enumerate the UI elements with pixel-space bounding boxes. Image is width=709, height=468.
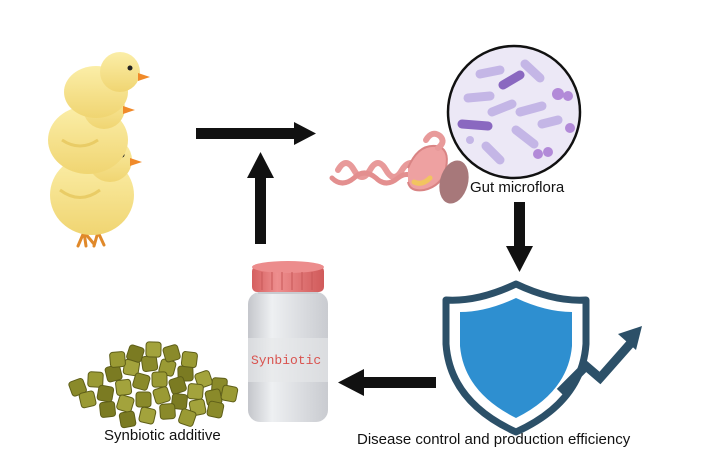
pellet [78,390,97,409]
arrow-to-gut [196,122,316,145]
arrow-to-chicks [247,152,274,244]
microflora-circle [446,44,582,180]
pellet [132,372,151,391]
pellet [99,400,116,418]
pellet [170,393,188,410]
pellet [145,341,162,358]
supplement-bottle [248,261,328,422]
pellet [178,408,197,427]
pellet [126,344,145,363]
gut-microflora-label: Gut microflora [470,179,565,196]
pellet [96,384,115,403]
pellet [135,391,152,408]
pellet [168,376,187,395]
gut-illustration [329,130,469,204]
pellet [151,371,168,388]
pellet [152,386,171,405]
disease-control-label: Disease control and production efficienc… [357,431,631,448]
synbiotic-additive-label: Synbiotic additive [104,427,221,444]
pellet [115,378,133,396]
pellet [87,371,104,388]
shield-icon [442,280,590,436]
arrow-to-shield [506,202,533,272]
trend-up-arrow-icon [556,326,642,396]
pellet [116,394,135,413]
arrow-to-bottle [338,369,436,396]
pellet [109,351,126,368]
pellet [206,400,225,419]
pellet [159,403,176,420]
pellet [118,410,137,429]
pellet [162,344,181,363]
pellet [187,383,204,400]
pellet [180,351,198,369]
pellet [138,406,157,425]
feed-pellets [68,341,239,429]
pellet [220,384,239,403]
chicks-illustration [48,52,150,248]
bottle-label: Synbiotic [251,353,321,368]
pellet [194,370,213,389]
